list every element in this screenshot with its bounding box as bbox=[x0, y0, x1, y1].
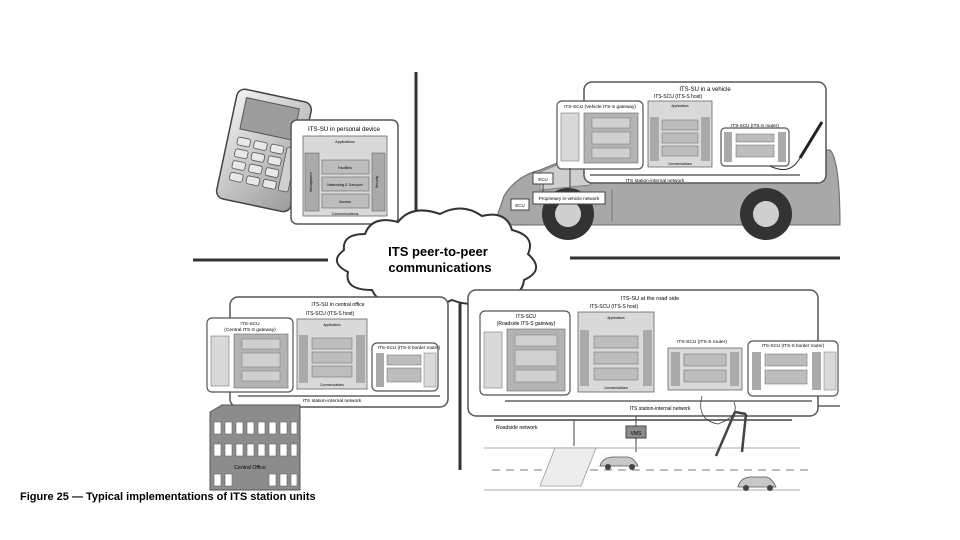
figure-caption: Figure 25 — Typical implementations of I… bbox=[20, 491, 316, 503]
ecu-label: ECU bbox=[515, 203, 524, 208]
applications-label: Applications bbox=[671, 104, 689, 108]
management-label: Management bbox=[309, 172, 313, 192]
roadside-internal-network-label: ITS station-internal network bbox=[630, 406, 691, 412]
phone-illustration bbox=[215, 88, 313, 213]
vehicle-internal-network-label: ITS station-internal network bbox=[626, 178, 685, 184]
car-lower bbox=[737, 476, 777, 491]
roadside-border-router-label: ITS-SCU (ITS-S border router) bbox=[762, 343, 825, 348]
central-office-unit: ITS-SU in central office ITS-SCU (ITS-S … bbox=[206, 296, 449, 408]
roadside-router-label: ITS-SCU (ITS-S router) bbox=[677, 339, 727, 345]
vehicle-host-label: ITS-SCU (ITS-S host) bbox=[654, 94, 703, 100]
central-office-building: Central Office bbox=[209, 404, 301, 491]
vehicle-ecu-boxes: ECU ECU Proprietary in-vehicle network bbox=[510, 168, 606, 211]
central-host-stack: Applications Communications bbox=[296, 318, 368, 390]
central-internal-network-label: ITS station-internal network bbox=[303, 398, 362, 404]
roadside-network: Roadside network VMS bbox=[494, 395, 792, 452]
central-host-label: ITS-SCU (ITS-S host) bbox=[306, 311, 355, 317]
vehicle-router-unit: ITS-SCU (ITS-S router) bbox=[720, 123, 790, 167]
roadside-host-label: ITS-SCU (ITS-S host) bbox=[590, 304, 639, 310]
security-label: Security bbox=[375, 176, 379, 189]
gantry bbox=[714, 410, 748, 457]
road-scene bbox=[484, 410, 812, 491]
vehicle-antenna bbox=[769, 121, 824, 171]
vehicle-host-stack: Applications Communications bbox=[647, 100, 713, 168]
proprietary-network-label: Proprietary in-vehicle network bbox=[539, 196, 600, 201]
central-gateway-label-line1: ITS-SCU bbox=[240, 321, 260, 327]
communications-label: Communications bbox=[604, 386, 628, 390]
communications-label: Communications bbox=[320, 383, 344, 387]
central-gateway-label-line2: (Central ITS-S gateway) bbox=[224, 327, 276, 333]
road-crossing bbox=[539, 447, 597, 487]
vehicle-gateway-unit: ITS-SCU (Vehicle ITS-S gateway) bbox=[556, 100, 644, 170]
facilities-label: Facilities bbox=[338, 166, 352, 170]
vehicle-unit-title: ITS-SU in a vehicle bbox=[679, 87, 731, 93]
vehicle-unit: ITS-SU in a vehicle ITS-SCU (ITS-S host)… bbox=[556, 81, 827, 184]
cloud-title-line1: ITS peer-to-peer bbox=[388, 244, 488, 259]
roadside-network-label: Roadside network bbox=[496, 425, 538, 431]
roadside-router-unit: ITS-SCU (ITS-S router) bbox=[667, 339, 743, 391]
central-border-router-label: ITS-SCU (ITS-S border router) bbox=[378, 345, 441, 350]
applications-label: Applications bbox=[335, 140, 355, 144]
vms-label: VMS bbox=[631, 431, 643, 437]
roadside-border-router-unit: ITS-SCU (ITS-S border router) bbox=[747, 340, 839, 397]
roadside-unit: ITS-SU at the road side ITS-SCU (ITS-S h… bbox=[467, 289, 840, 417]
central-gateway-unit: ITS-SCU (Central ITS-S gateway) bbox=[206, 317, 294, 393]
car-upper bbox=[599, 456, 639, 470]
roadside-gateway-label-line1: ITS-SCU bbox=[516, 314, 536, 320]
applications-label: Applications bbox=[323, 323, 341, 327]
applications-label: Applications bbox=[607, 316, 625, 320]
access-label: Access bbox=[339, 200, 351, 204]
quadrant-separators bbox=[193, 72, 840, 470]
communications-label: Communications bbox=[668, 162, 692, 166]
roadside-host-stack: Applications Communications bbox=[577, 311, 655, 393]
vehicle-gateway-label: ITS-SCU (Vehicle ITS-S gateway) bbox=[564, 104, 636, 110]
roadside-gateway-unit: ITS-SCU (Roadside ITS-S gateway) bbox=[479, 310, 571, 396]
central-unit-title: ITS-SU in central office bbox=[311, 302, 364, 308]
cloud-title-line2: communications bbox=[388, 260, 491, 275]
central-border-router-unit: ITS-SCU (ITS-S border router) bbox=[371, 342, 441, 392]
ecu-label: ECU bbox=[538, 177, 547, 182]
roadside-unit-title: ITS-SU at the road side bbox=[621, 296, 679, 302]
communications-label: Communications bbox=[332, 212, 359, 216]
personal-device-title: ITS-SU in personal device bbox=[308, 126, 380, 133]
roadside-gateway-label-line2: (Roadside ITS-S gateway) bbox=[497, 321, 556, 327]
networking-label: Networking & Transport bbox=[327, 183, 362, 187]
vehicle-router-label: ITS-SCU (ITS-S router) bbox=[731, 123, 779, 128]
personal-device-unit: ITS-SU in personal device Applications M… bbox=[290, 119, 399, 225]
vehicle-rear-wheel bbox=[740, 188, 792, 240]
central-office-label: Central Office bbox=[234, 465, 266, 471]
